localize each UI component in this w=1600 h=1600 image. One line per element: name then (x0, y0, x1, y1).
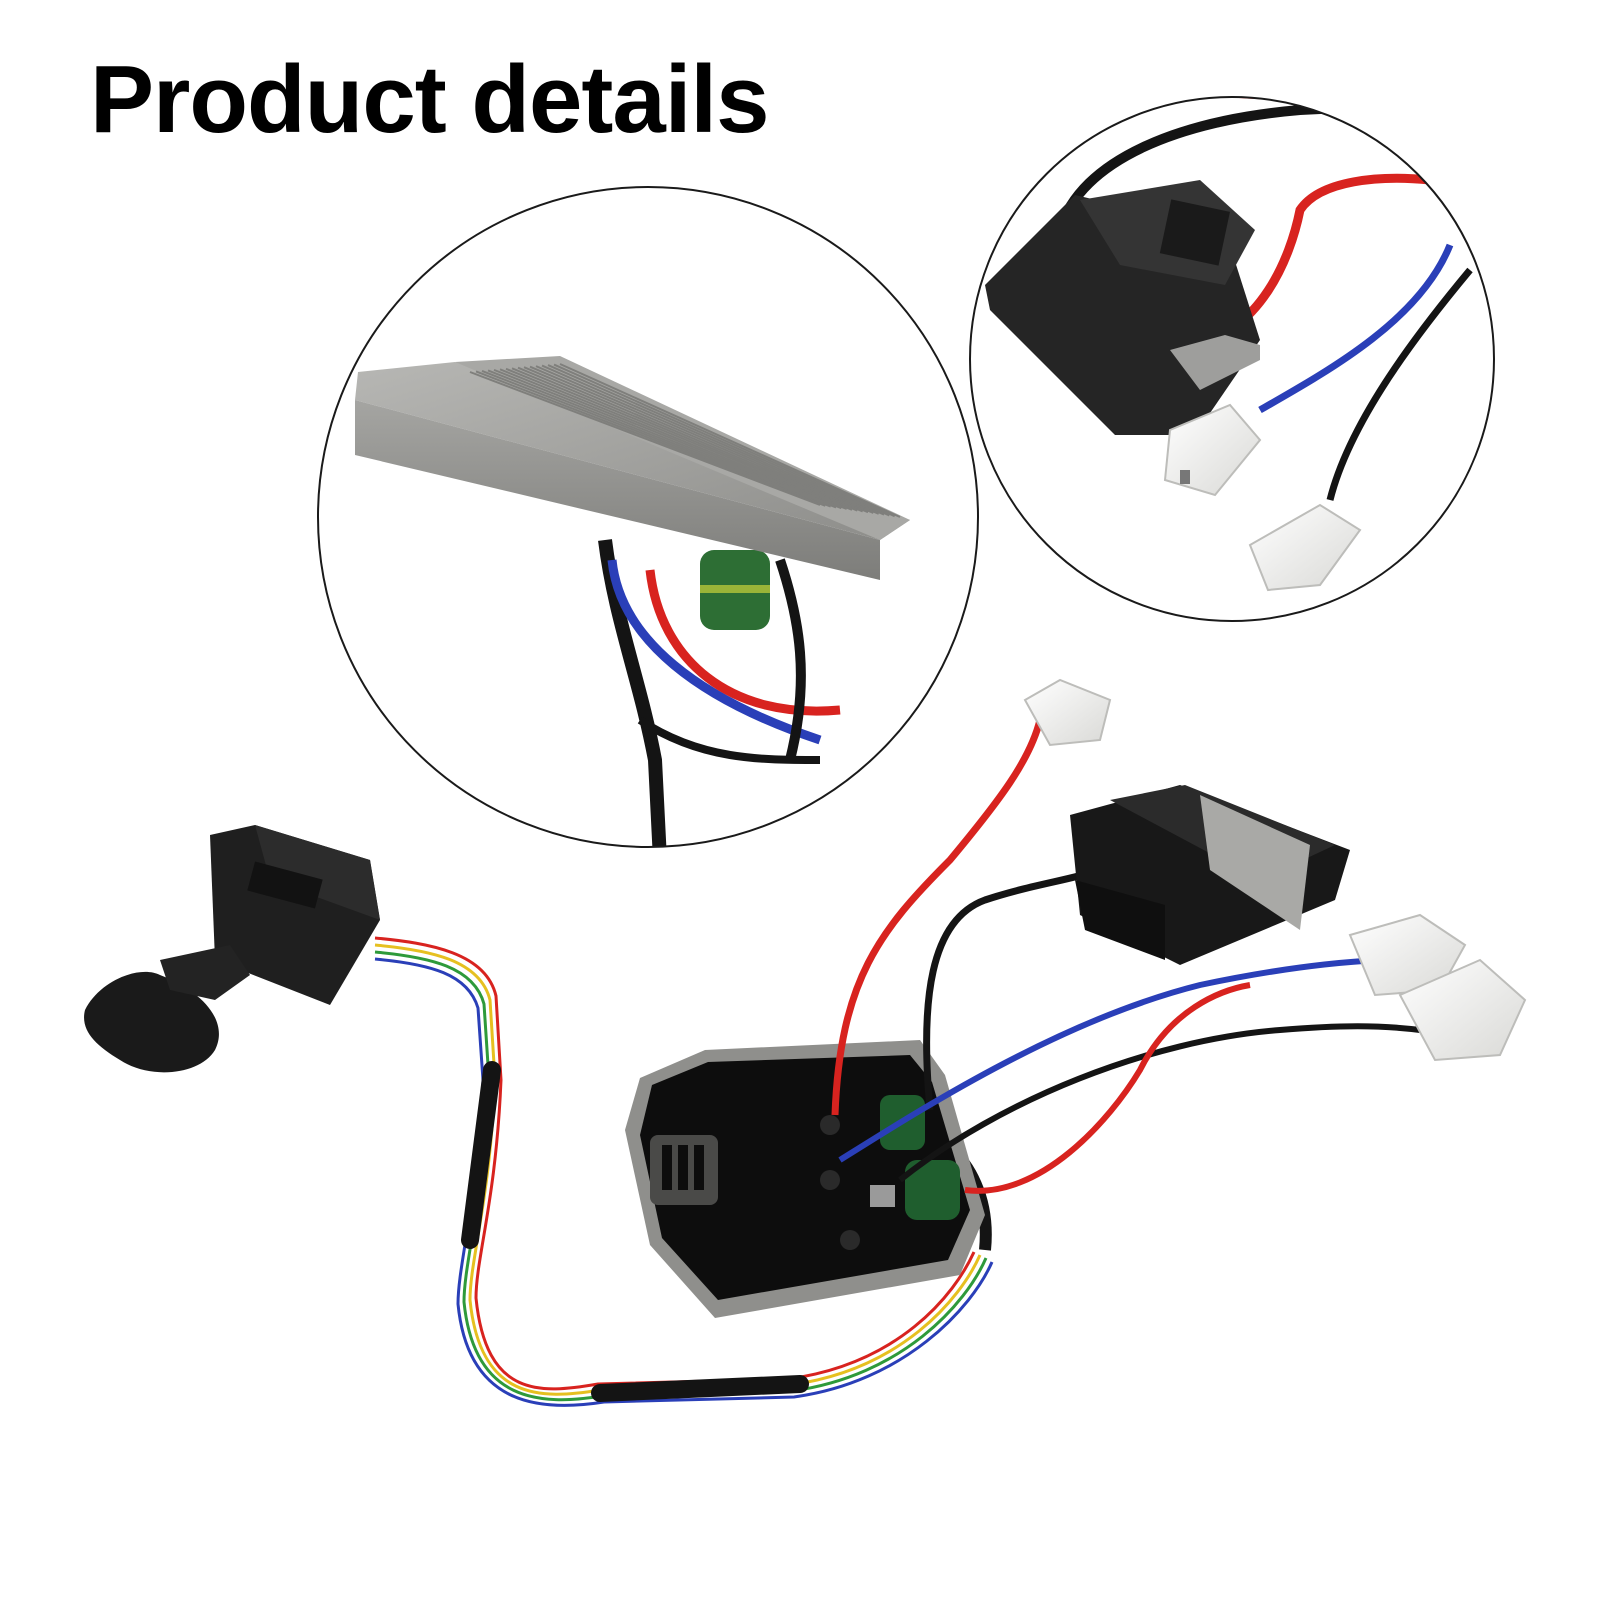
heatsink-fin (547, 364, 890, 517)
heatsink-fin (541, 364, 885, 516)
heatsink-fin (499, 368, 848, 510)
heatsink-fin (553, 363, 896, 518)
page-title: Product details (90, 46, 769, 153)
battery-connector (1070, 785, 1350, 965)
heatsink-fin (505, 367, 853, 511)
heatsink-closeup-image (317, 186, 979, 848)
control-board (625, 1040, 985, 1318)
heatsink-fin (529, 365, 874, 514)
heatsink-fin (511, 367, 858, 512)
heatsink-fin (523, 366, 869, 514)
trigger-switch (84, 825, 380, 1073)
white-connector-small (1023, 678, 1112, 747)
heatsink-fin (487, 369, 837, 509)
heatsink-fin (475, 370, 826, 507)
connector-closeup-image (969, 96, 1495, 622)
switch-board-assembly-image (84, 678, 1527, 1407)
white-end-clips (1348, 913, 1527, 1062)
heatsink-fin (517, 366, 864, 513)
heatsink-fin (469, 371, 821, 506)
heatsink-fin (535, 365, 880, 515)
heatsink-fin (559, 363, 901, 518)
heatsink-fin (493, 368, 842, 510)
heatsink-fin (481, 370, 832, 508)
